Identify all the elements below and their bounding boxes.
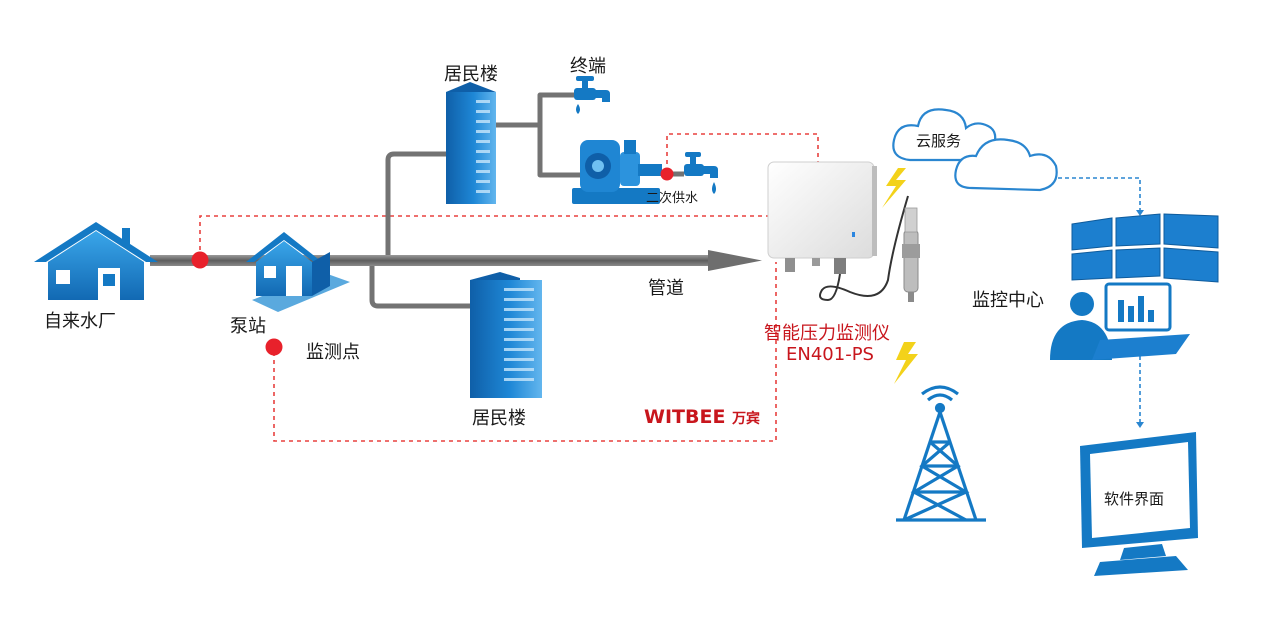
status-led xyxy=(852,232,855,237)
label-device-name: 智能压力监测仪 xyxy=(764,323,890,344)
label-device-model: EN401-PS xyxy=(786,344,874,365)
branch-pipes xyxy=(369,92,580,309)
brand-logo: WITBEE 万宾 xyxy=(644,406,760,428)
pipe-to-secondary-supply xyxy=(537,125,580,178)
building-top-icon xyxy=(446,82,496,204)
label-building-bottom: 居民楼 xyxy=(472,408,526,429)
lightning-icon-cloud xyxy=(882,168,906,208)
signal-tower-icon xyxy=(896,385,986,522)
building-bottom-icon xyxy=(470,272,542,398)
label-monitor-point: 监测点 xyxy=(306,342,360,363)
water-plant-icon xyxy=(34,222,158,300)
faucet-terminal-icon xyxy=(574,76,610,114)
monitor-dot-main xyxy=(191,251,209,269)
label-pump-station: 泵站 xyxy=(230,316,266,337)
label-software-ui: 软件界面 xyxy=(1104,490,1165,508)
label-water-plant: 自来水厂 xyxy=(44,311,116,332)
signal-line-secondary xyxy=(666,133,819,172)
label-building-top: 居民楼 xyxy=(444,64,498,85)
pipe-to-terminal xyxy=(496,92,576,128)
signal-lines xyxy=(199,133,819,442)
brand-en: WITBEE xyxy=(644,406,726,428)
label-pipeline: 管道 xyxy=(648,278,684,299)
faucet-secondary-icon xyxy=(684,152,718,194)
monitor-dot-legend xyxy=(265,338,283,356)
label-cloud-service: 云服务 xyxy=(916,132,962,150)
pressure-monitor-device xyxy=(767,161,920,302)
cloud-icon xyxy=(892,108,1058,192)
pipe-to-building-top xyxy=(385,151,448,258)
signal-line-lower xyxy=(273,262,777,442)
label-terminal: 终端 xyxy=(570,56,606,77)
operator-icon xyxy=(1050,282,1190,360)
lightning-icon-tower xyxy=(894,342,918,384)
cloud-to-center-line xyxy=(1058,177,1141,212)
video-wall-icon xyxy=(1071,213,1219,283)
secondary-pump-icon xyxy=(572,140,662,204)
label-monitor-center: 监控中心 xyxy=(972,290,1044,311)
main-pipeline xyxy=(150,250,762,271)
monitor-dot-secondary xyxy=(660,167,674,181)
brand-cn: 万宾 xyxy=(732,411,761,427)
pipe-to-building-bottom xyxy=(369,262,474,309)
signal-line-upper xyxy=(199,215,768,258)
pump-station-icon xyxy=(246,232,350,312)
software-monitor-icon xyxy=(1080,432,1198,576)
label-secondary-supply: 二次供水 xyxy=(646,191,699,206)
